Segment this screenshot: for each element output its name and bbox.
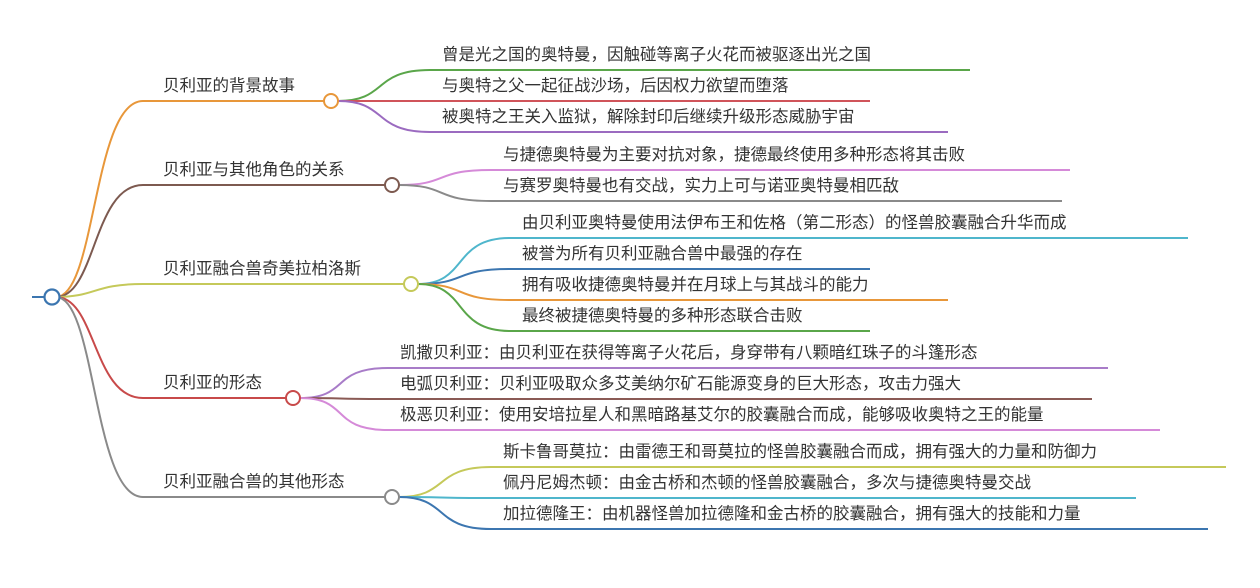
leaf-label: 斯卡鲁哥莫拉：由雷德王和哥莫拉的怪兽胶囊融合而成，拥有强大的力量和防御力 bbox=[503, 442, 1097, 461]
leaf-connector bbox=[417, 237, 1188, 285]
branch-label: 贝利亚的背景故事 bbox=[163, 76, 295, 95]
branch-node-circle bbox=[384, 177, 400, 193]
leaf-label: 极恶贝利亚：使用安培拉星人和黑暗路基艾尔的胶囊融合而成，能够吸收奥特之王的能量 bbox=[400, 405, 1044, 424]
leaf-label: 电弧贝利亚：贝利亚吸取众多艾美纳尔矿石能源变身的巨大形态，攻击力强大 bbox=[400, 374, 961, 393]
leaf-connector bbox=[398, 169, 1070, 186]
leaf-label: 曾是光之国的奥特曼，因触碰等离子火花而被驱逐出光之国 bbox=[442, 45, 871, 64]
branch-connector bbox=[55, 296, 286, 399]
leaf-label: 拥有吸收捷德奥特曼并在月球上与其战斗的能力 bbox=[522, 275, 869, 294]
leaf-connector bbox=[299, 397, 1092, 400]
leaf-connector bbox=[337, 100, 948, 133]
leaf-label: 最终被捷德奥特曼的多种形态联合击败 bbox=[522, 306, 803, 325]
branch-label: 贝利亚融合兽的其他形态 bbox=[163, 472, 345, 491]
branch-connector bbox=[55, 296, 385, 498]
leaf-connector bbox=[299, 397, 1160, 431]
leaf-label: 凯撒贝利亚：由贝利亚在获得等离子火花后，身穿带有八颗暗红珠子的斗篷形态 bbox=[400, 343, 978, 362]
leaf-label: 被誉为所有贝利亚融合兽中最强的存在 bbox=[522, 244, 803, 263]
leaf-connector bbox=[398, 496, 1208, 530]
branch-connector bbox=[55, 283, 404, 298]
branch-node-circle bbox=[285, 390, 301, 406]
leaf-label: 由贝利亚奥特曼使用法伊布王和佐格（第二形态）的怪兽胶囊融合升华而成 bbox=[522, 213, 1067, 232]
leaf-connector bbox=[398, 184, 1062, 202]
branch-node-circle bbox=[403, 276, 419, 292]
branch-label: 贝利亚与其他角色的关系 bbox=[163, 160, 345, 179]
leaf-connector bbox=[417, 268, 870, 285]
branch-label: 贝利亚的形态 bbox=[163, 373, 262, 392]
root-node-circle bbox=[43, 288, 61, 306]
leaf-connector bbox=[417, 283, 948, 301]
leaf-connector bbox=[337, 69, 970, 102]
leaf-connector bbox=[417, 283, 870, 332]
leaf-label: 加拉德隆王：由机器怪兽加拉德隆和金古桥的胶囊融合，拥有强大的技能和力量 bbox=[503, 504, 1081, 523]
branch-node-circle bbox=[384, 489, 400, 505]
leaf-label: 与赛罗奥特曼也有交战，实力上可与诺亚奥特曼相匹敌 bbox=[503, 176, 899, 195]
leaf-label: 被奥特之王关入监狱，解除封印后继续升级形态威胁宇宙 bbox=[442, 107, 855, 126]
branch-label: 贝利亚融合兽奇美拉柏洛斯 bbox=[163, 259, 361, 278]
leaf-label: 佩丹尼姆杰顿：由金古桥和杰顿的怪兽胶囊融合，多次与捷德奥特曼交战 bbox=[503, 473, 1031, 492]
leaf-label: 与捷德奥特曼为主要对抗对象，捷德最终使用多种形态将其击败 bbox=[503, 145, 965, 164]
branch-connector bbox=[55, 184, 385, 298]
leaf-label: 与奥特之父一起征战沙场，后因权力欲望而堕落 bbox=[442, 76, 789, 95]
leaf-connector bbox=[398, 496, 1136, 499]
branch-connector bbox=[55, 100, 324, 298]
leaf-connector bbox=[299, 367, 1108, 399]
leaf-connector bbox=[398, 466, 1226, 498]
branch-node-circle bbox=[323, 93, 339, 109]
